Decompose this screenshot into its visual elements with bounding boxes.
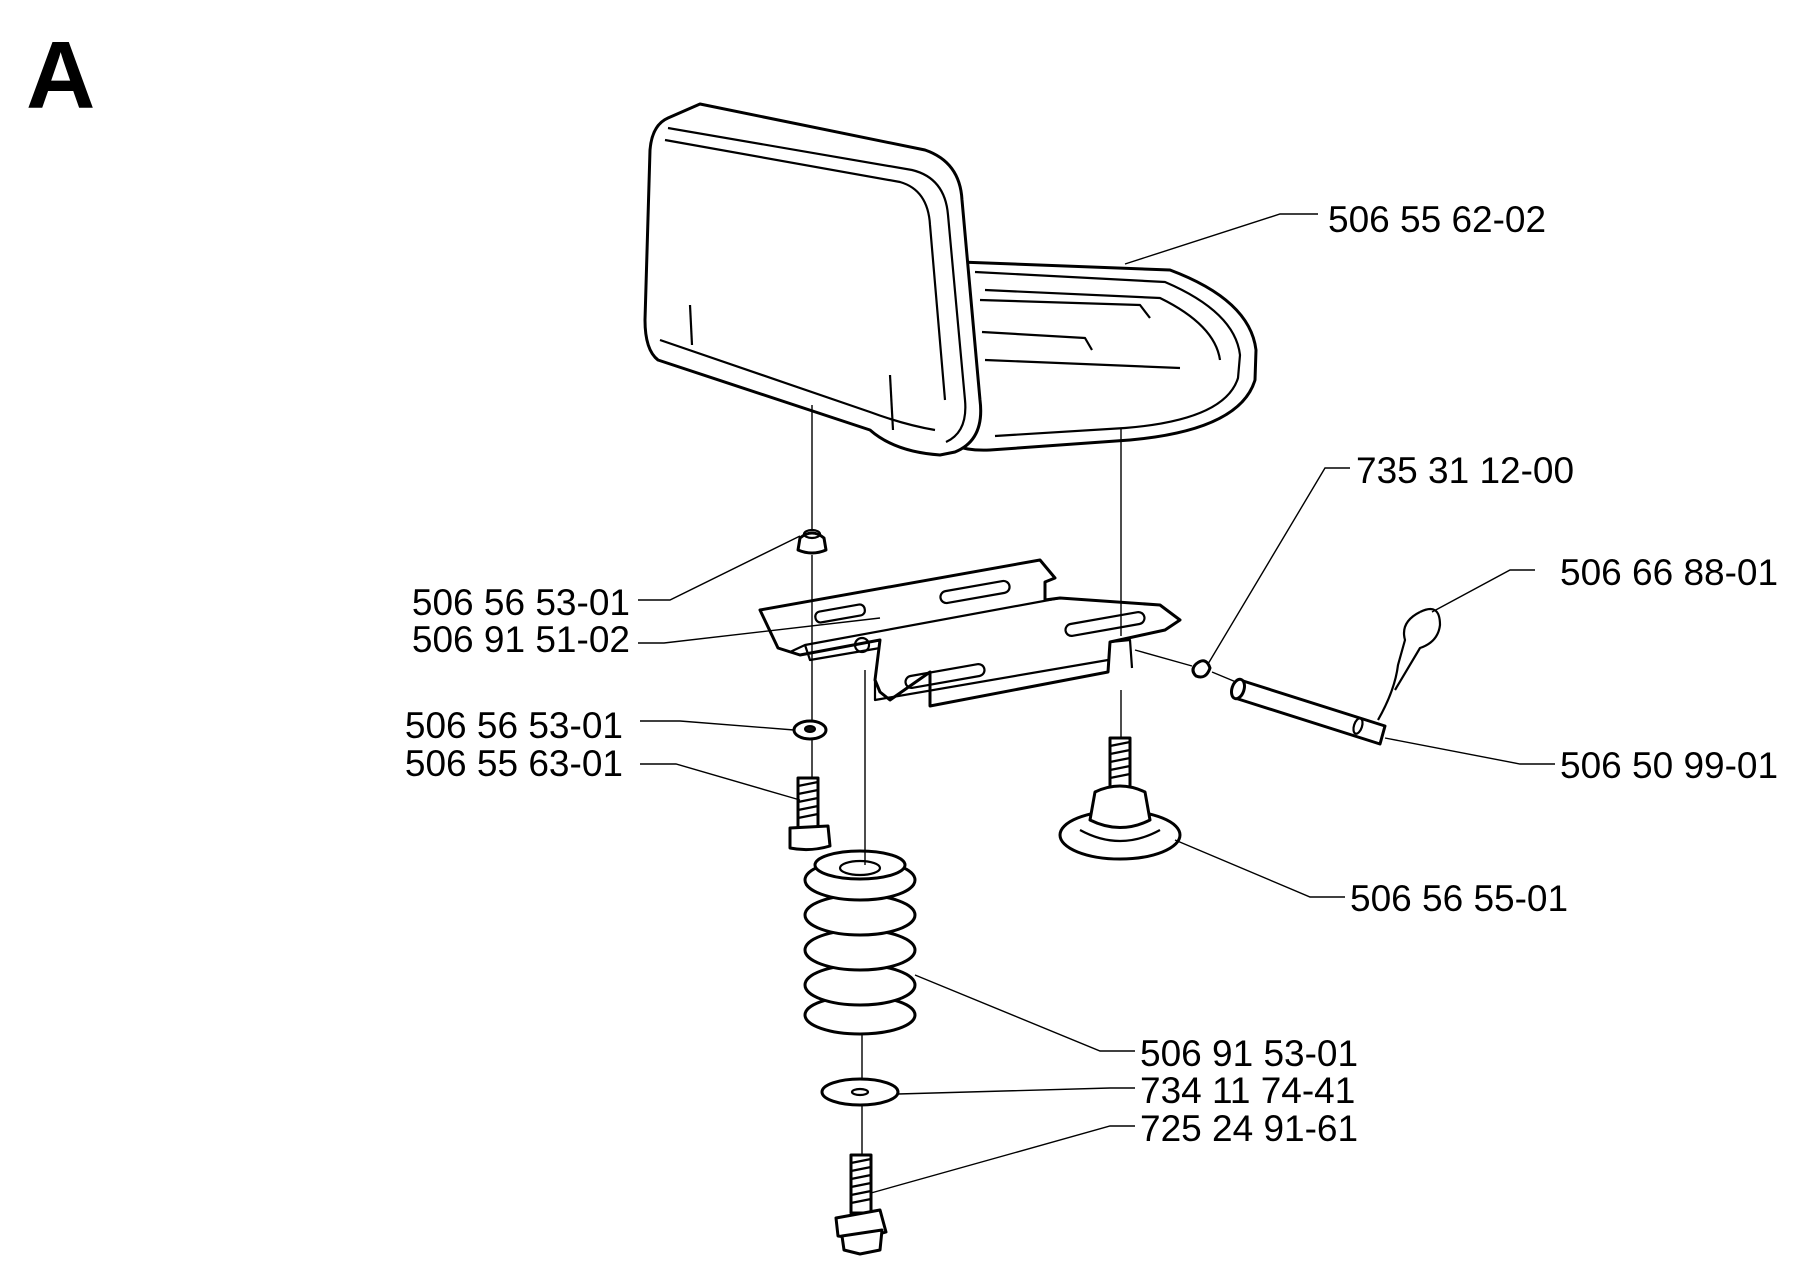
part-label-clip: 735 31 12-00: [1356, 450, 1574, 491]
bracket-drawing: [758, 558, 1182, 708]
assembly-lines: [811, 405, 1237, 1155]
seat-drawing: [643, 102, 1258, 457]
hairpin-drawing: [1377, 607, 1442, 721]
part-label-spring: 506 91 53-01: [1140, 1033, 1358, 1074]
clip-drawing: [1191, 659, 1212, 679]
part-label-grommet-upper: 506 56 53-01: [412, 582, 630, 623]
part-label-bracket: 506 91 51-02: [412, 619, 630, 660]
part-label-grommet-lower: 506 56 53-01: [405, 705, 623, 746]
part-label-screw: 506 55 63-01: [405, 743, 623, 784]
part-label-washer: 734 11 74-41: [1140, 1070, 1355, 1111]
part-label-hairpin: 506 66 88-01: [1560, 552, 1778, 593]
screw-drawing: [788, 776, 832, 852]
part-label-knob: 506 56 55-01: [1350, 878, 1568, 919]
spring-drawing: [803, 849, 917, 1036]
knob-drawing: [1058, 736, 1182, 861]
part-label-seat: 506 55 62-02: [1328, 199, 1546, 240]
bolt-drawing: [834, 1153, 888, 1256]
part-label-pin: 506 50 99-01: [1560, 745, 1778, 786]
pin-drawing: [1230, 677, 1387, 746]
section-letter: A: [26, 22, 95, 129]
grommet-lower-drawing: [792, 719, 828, 741]
leader-lines: [638, 213, 1555, 1194]
washer-drawing: [820, 1077, 900, 1107]
grommet-upper-drawing: [796, 528, 828, 555]
part-label-bolt: 725 24 91-61: [1140, 1108, 1358, 1149]
